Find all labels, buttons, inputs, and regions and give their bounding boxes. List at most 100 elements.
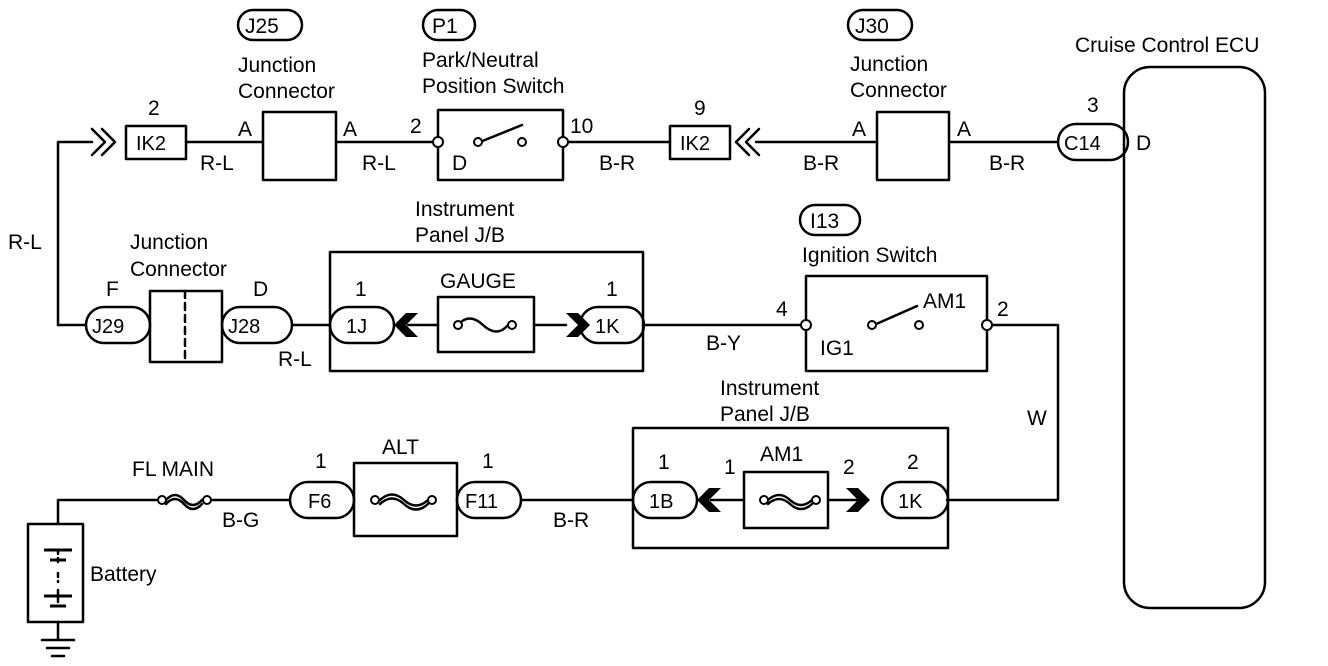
gauge-fuse-term-right — [507, 320, 517, 330]
i13-code-badge — [798, 203, 862, 237]
alt-term-left — [370, 495, 380, 505]
fl-main-fuse-element — [164, 493, 204, 507]
ik2-left-box — [124, 124, 188, 161]
junction-name-line1: Junction — [130, 231, 208, 254]
am1-fuse-label: AM1 — [760, 443, 803, 466]
ignition-terminal-right — [981, 319, 993, 331]
wire-label-w2: R-L — [362, 152, 396, 175]
jb-bot-right-chevron — [846, 488, 870, 512]
wire-label-w1: R-L — [200, 152, 234, 175]
j30-name-line2: Connector — [850, 79, 947, 102]
gauge-fuse-element — [456, 317, 510, 333]
am1-term-right — [811, 495, 821, 505]
jb-mid-right-chevron — [566, 313, 590, 337]
left-connector-chevron — [90, 127, 117, 157]
gauge-fuse-label: GAUGE — [440, 270, 516, 293]
j25-name-line1: Junction — [238, 54, 316, 77]
c14-label: C14 — [1064, 133, 1101, 155]
cruise-control-ecu-body — [1122, 65, 1267, 610]
p1-terminal-right — [557, 136, 569, 148]
p1-name-line2: Position Switch — [422, 75, 564, 98]
alt-label: ALT — [382, 436, 419, 459]
j30-code: J30 — [855, 15, 889, 38]
jb-bottom-box — [631, 426, 950, 550]
am1-term-left — [759, 495, 769, 505]
wire-label-b-g: B-G — [222, 509, 259, 532]
jb-bot-left-chevron — [697, 488, 721, 512]
fl-main-term-right — [202, 495, 212, 505]
alt-fuse-element-2 — [378, 497, 430, 511]
jb-bottom-name-line2: Panel J/B — [720, 403, 810, 426]
gauge-fuse-box — [436, 295, 536, 354]
p1-pin-left: 2 — [410, 115, 422, 138]
wire-label-left: R-L — [8, 231, 42, 254]
j25-connector-box — [261, 110, 338, 182]
fl-main-term-left — [157, 495, 167, 505]
ecu-terminal: D — [1136, 132, 1151, 155]
p1-contact-b — [517, 137, 527, 147]
j30-name-line1: Junction — [850, 53, 928, 76]
ik2-left-pin: 2 — [148, 97, 160, 120]
jb-mid-left-chevron — [394, 313, 418, 337]
wire-w — [945, 323, 1060, 502]
fl-main-fuse-element-2 — [164, 497, 204, 511]
p1-code: P1 — [432, 15, 458, 38]
jb-middle-pin-right: 1 — [606, 278, 618, 301]
j25-code: J25 — [245, 15, 279, 38]
wire-label-w3: B-R — [599, 152, 635, 175]
c14-connector — [1056, 122, 1130, 162]
j25-pin-left: A — [238, 118, 252, 141]
p1-name-line1: Park/Neutral — [422, 49, 539, 72]
am1-fuse-element-2 — [766, 497, 814, 511]
battery-label: Battery — [90, 563, 157, 586]
ignition-switch-blade — [872, 304, 919, 327]
ik2-right-label: IK2 — [680, 133, 710, 155]
gauge-fuse-term-left — [453, 320, 463, 330]
1b-label: 1B — [649, 491, 673, 513]
ik2-right-pin: 9 — [694, 97, 706, 120]
alt-term-right — [427, 495, 437, 505]
ik2-right-box — [668, 124, 732, 161]
alt-fuse-box — [352, 461, 459, 538]
junction-name-line2: Connector — [130, 258, 227, 281]
jb-bottom-inner-right: 2 — [843, 456, 855, 479]
ignition-contact-a — [867, 320, 877, 330]
1k-bottom-connector — [880, 480, 950, 520]
alt-fuse-element — [378, 493, 430, 507]
fl-main-label: FL MAIN — [132, 458, 214, 481]
p1-terminal-left — [432, 136, 444, 148]
wire-left-vertical — [56, 140, 94, 327]
wire-label-w4: B-R — [803, 152, 839, 175]
j28-label: J28 — [228, 316, 260, 338]
ecu-title: Cruise Control ECU — [1075, 34, 1259, 57]
j30-pin-right: A — [957, 118, 971, 141]
alt-pin-left: 1 — [315, 450, 327, 473]
f11-label: F11 — [465, 491, 498, 513]
1j-label: 1J — [346, 316, 367, 338]
jb-bottom-pin-left: 1 — [658, 451, 670, 474]
right-connector-chevron — [734, 127, 761, 157]
jb-bottom-inner-left: 1 — [724, 456, 736, 479]
battery-box — [26, 522, 85, 624]
ignition-term-left: IG1 — [820, 337, 854, 360]
wire-label-b-r-bottom: B-R — [553, 509, 589, 532]
jb-middle-name-line2: Panel J/B — [415, 224, 505, 247]
1k-middle-label: 1K — [595, 316, 620, 338]
ignition-name: Ignition Switch — [802, 244, 937, 267]
j25-name-line2: Connector — [238, 80, 335, 103]
j30-pin-left: A — [852, 118, 866, 141]
ignition-contact-b — [914, 320, 924, 330]
j25-pin-right: A — [343, 118, 357, 141]
jb-middle-name-line1: Instrument — [415, 198, 514, 221]
ik2-left-label: IK2 — [136, 133, 166, 155]
j25-code-badge — [236, 8, 304, 42]
p1-inner-label: D — [452, 152, 467, 175]
jb-middle-box — [328, 250, 645, 373]
junction-pin-right: D — [253, 278, 268, 301]
p1-contact-a — [473, 137, 483, 147]
ignition-pin-left: 4 — [776, 298, 788, 321]
jb-bottom-name-line1: Instrument — [720, 377, 819, 400]
jb-bottom-pin-right: 2 — [907, 451, 919, 474]
f6-label: F6 — [308, 491, 331, 513]
